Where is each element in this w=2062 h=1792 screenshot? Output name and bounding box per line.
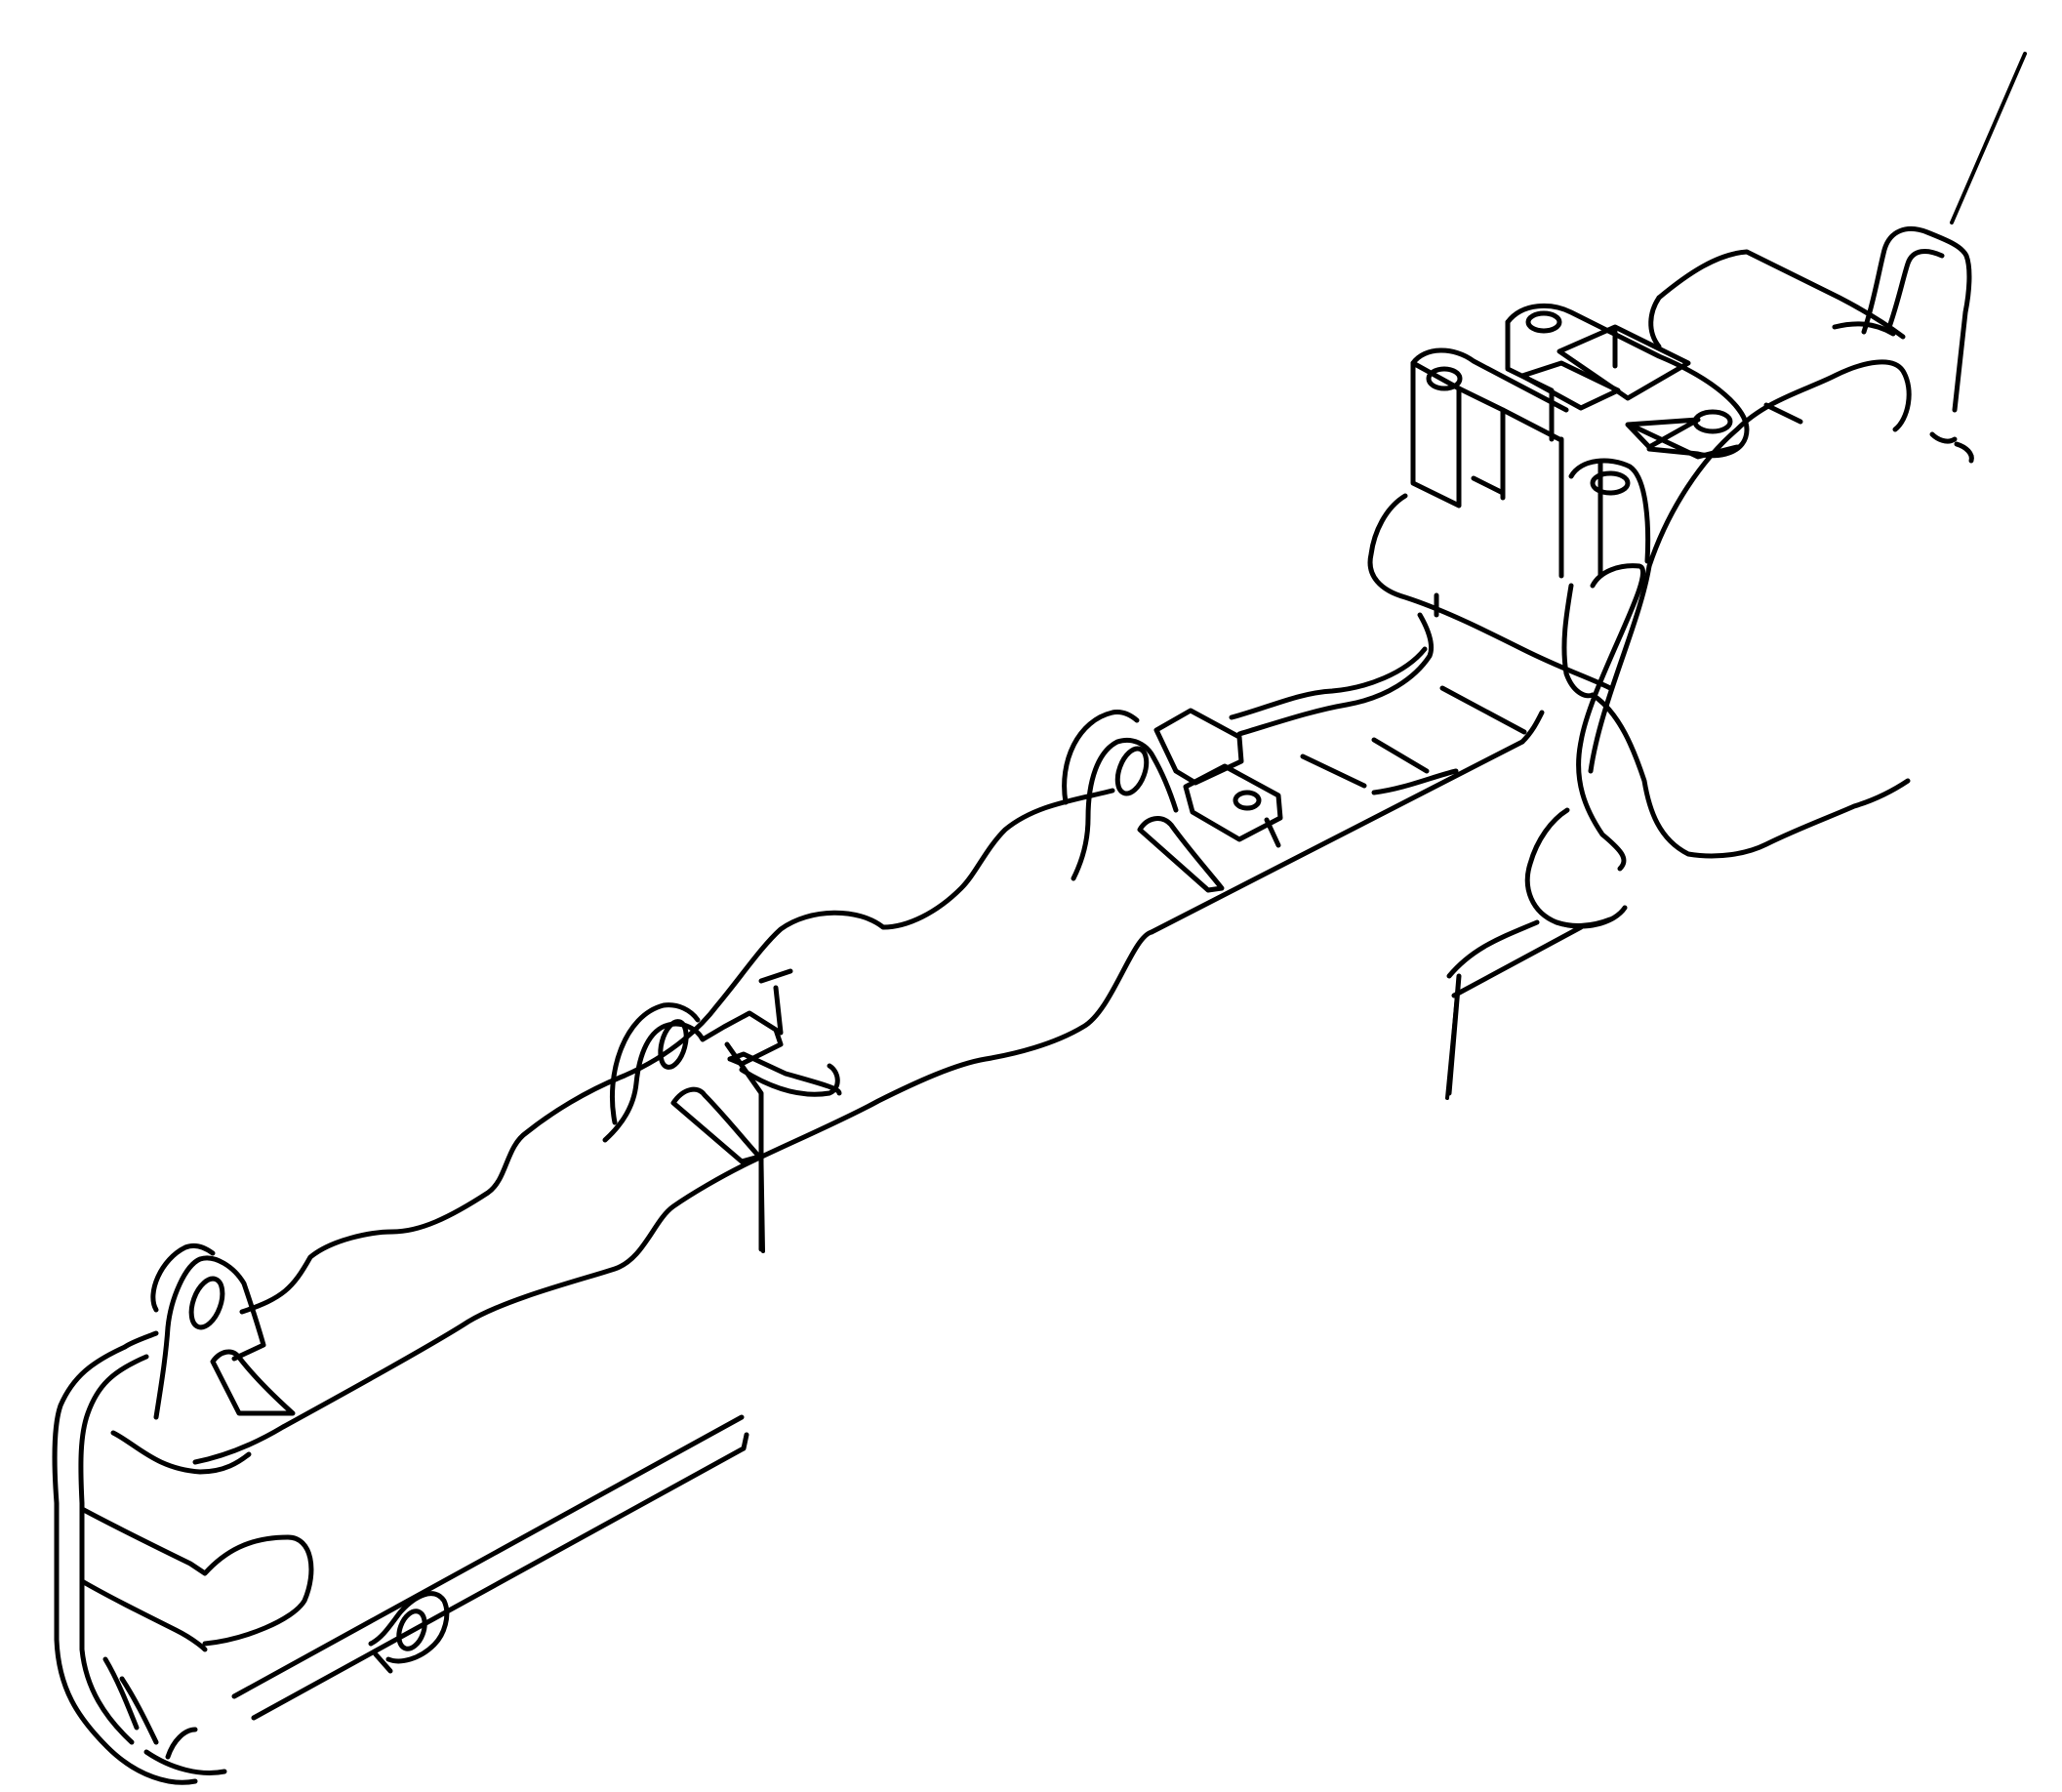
main-rail-bottom-edge-right — [1519, 710, 1545, 745]
left-end-cap-inner — [78, 1354, 149, 1745]
right-block-upper-hole-1 — [1525, 310, 1562, 334]
middle-mounting-ear-stub — [758, 968, 793, 984]
middle-mounting-ear-gusset — [670, 1086, 762, 1164]
middle-mounting-ear-hook — [739, 1063, 840, 1097]
leader-line-middle — [759, 1132, 765, 1253]
main-rail-lower-edge — [192, 929, 1154, 1465]
right-lower-strip-top — [1446, 919, 1540, 979]
top-right-tube-loop — [1861, 226, 1972, 413]
top-right-tube-loop-inner — [1885, 249, 1945, 333]
right-block-upper-plate — [1505, 303, 1750, 459]
top-right-tube-crossbar — [1763, 402, 1803, 425]
right-block-column — [1558, 436, 1603, 579]
right-mounting-ear-pin — [1264, 817, 1281, 848]
main-rail-bottom-edge — [1149, 739, 1525, 935]
left-end-cap-top — [122, 1330, 159, 1350]
middle-mounting-ear-back — [609, 1002, 701, 1125]
right-block-rib-2 — [1471, 475, 1506, 496]
right-mounting-ear-hole — [1114, 746, 1150, 796]
right-block-lower-arc — [1590, 692, 1911, 859]
rail-channel-slot-2 — [1371, 737, 1430, 774]
left-end-cap-face-lower — [79, 1506, 314, 1647]
rail-channel-upper-2 — [1236, 612, 1435, 737]
top-right-tube-end — [1929, 431, 1958, 444]
right-mounting-ear-back — [1062, 710, 1140, 805]
right-block-lower-loop — [1524, 807, 1628, 929]
middle-mounting-ear-stub-2 — [773, 985, 784, 1036]
lower-strip-bracket-hole — [396, 1609, 427, 1651]
top-right-tube-outer — [1656, 249, 1906, 340]
middle-mounting-ear-tab — [727, 1051, 842, 1096]
rail-channel-slot-1 — [1300, 753, 1367, 789]
right-mounting-ear-block-2 — [1183, 763, 1283, 842]
top-right-tube-mid — [1832, 321, 1896, 337]
right-block-pad-top — [1410, 347, 1569, 413]
right-mounting-ear-outline — [1071, 737, 1179, 881]
left-end-cap-face-upper — [110, 1430, 252, 1475]
left-end-cap-bottom-2 — [119, 1676, 159, 1745]
right-block-pad — [1410, 360, 1462, 509]
right-mounting-ear-block-hole — [1233, 790, 1262, 811]
left-mounting-ear-gusset — [210, 1349, 296, 1416]
right-block-side — [1505, 319, 1555, 442]
art-group — [52, 52, 2027, 1785]
leader-line-lower-right — [1445, 974, 1461, 1100]
left-mounting-ear-outline — [153, 1255, 266, 1420]
right-block-column-hole — [1590, 470, 1631, 496]
rail-channel-divider — [1371, 768, 1459, 795]
left-end-cap-outer — [52, 1344, 198, 1785]
lower-strip-upper-edge — [231, 1414, 745, 1699]
middle-mounting-ear-post — [724, 1041, 764, 1252]
left-end-cap-bottom-1 — [102, 1656, 140, 1731]
leader-line-top-right — [1950, 52, 2027, 224]
middle-mounting-ear-hole — [658, 1019, 689, 1070]
right-block-cylinder-right — [1588, 563, 1652, 774]
left-mounting-ear-hole — [188, 1276, 225, 1330]
left-mounting-ear-back — [150, 1242, 216, 1313]
right-block-main-outline — [1367, 493, 1613, 691]
right-block-cylinder-left — [1561, 583, 1596, 699]
right-mounting-ear-block — [1153, 708, 1244, 786]
top-right-tube-upper — [1648, 295, 1662, 349]
main-rail-upper-edge — [239, 788, 1115, 1315]
right-block-cylinder-upper — [1646, 359, 1912, 569]
right-block-cylinder-body — [1576, 563, 1646, 872]
right-block-window — [1519, 360, 1621, 411]
right-block-column-top — [1568, 458, 1651, 564]
right-block-pad-hole — [1426, 366, 1463, 391]
left-end-cap-slot — [79, 1578, 208, 1652]
lower-strip-lower-edge — [251, 1432, 749, 1721]
left-end-cap-hook — [165, 1727, 198, 1760]
left-end-cap-bottom-3 — [143, 1749, 227, 1775]
right-block-gusset — [1625, 417, 1701, 450]
right-lower-strip — [1451, 924, 1584, 998]
middle-mounting-ear-outline — [602, 1010, 784, 1143]
lower-strip-bracket — [368, 1591, 450, 1664]
right-block-upper-hole-2 — [1692, 409, 1733, 434]
right-block-diagonal — [1627, 422, 1740, 460]
lower-strip-bracket-tab — [373, 1651, 393, 1674]
top-right-tube-end-2 — [1954, 441, 1974, 464]
rail-channel-slot-3 — [1439, 685, 1527, 735]
rail-channel-upper — [1229, 646, 1428, 720]
right-mounting-ear-gusset — [1137, 816, 1225, 893]
